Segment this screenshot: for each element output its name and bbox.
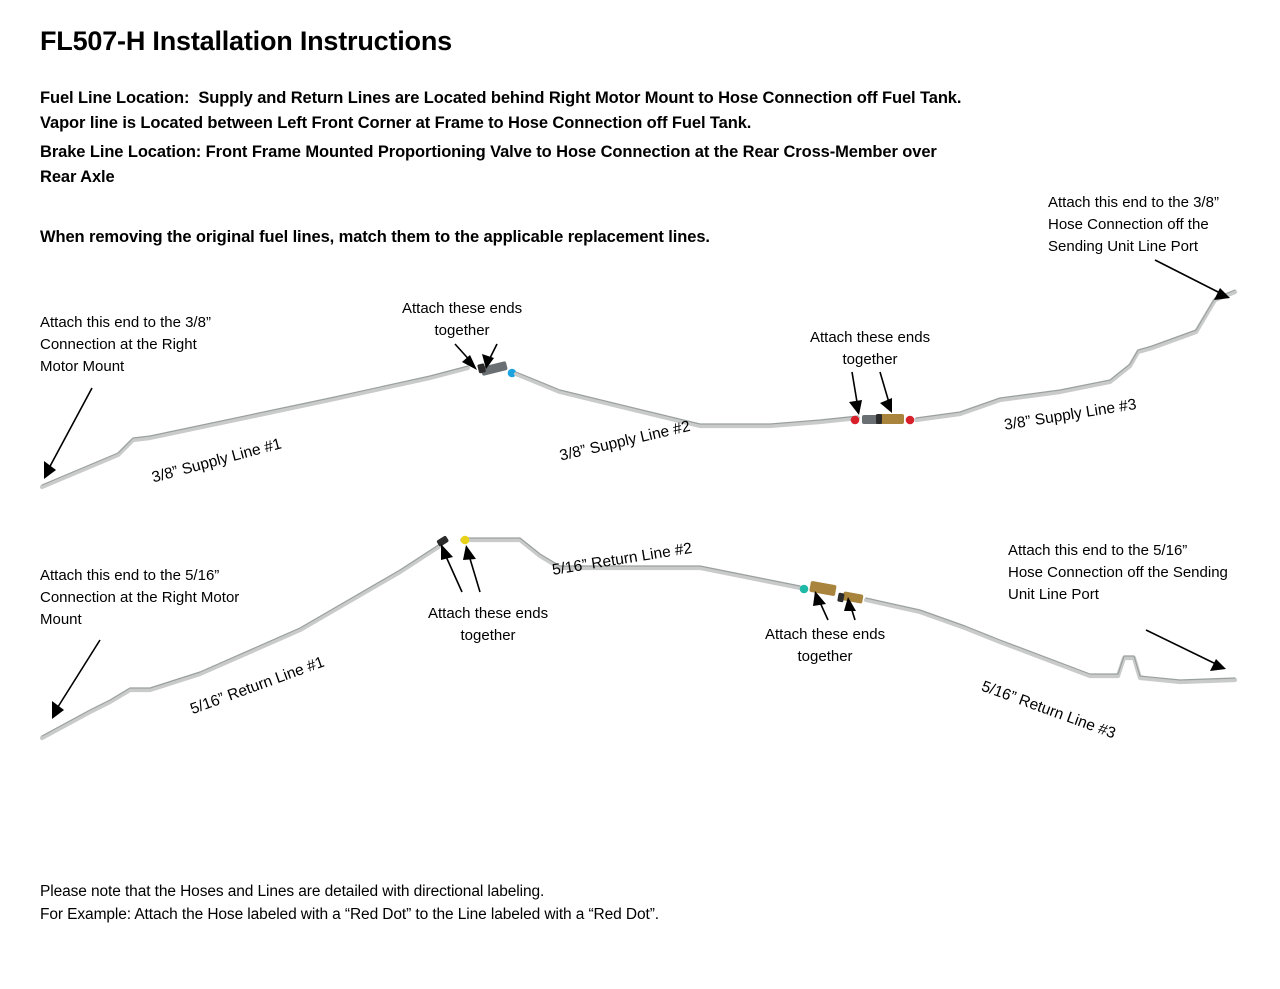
supply-mid-2-leader xyxy=(849,371,892,415)
callout-supply-right: Attach this end to the 3/8” Hose Connect… xyxy=(1048,194,1219,255)
fuel-line-location-note: Fuel Line Location: Supply and Return Li… xyxy=(40,89,962,107)
match-instruction: When removing the original fuel lines, m… xyxy=(40,228,710,246)
yellow-dot-marker xyxy=(460,535,470,545)
return-mid-1-leader xyxy=(441,544,481,593)
blue-dot-marker xyxy=(507,368,517,378)
return-line-1 xyxy=(39,536,449,741)
red-dot-marker-line3 xyxy=(905,415,915,425)
callout-return-right: Attach this end to the 5/16” Hose Connec… xyxy=(1008,542,1228,603)
return-mid-2-leader xyxy=(813,591,856,621)
supply-mid-1-leader xyxy=(454,343,498,370)
teal-dot-marker xyxy=(799,584,809,594)
red-dot-marker-line2 xyxy=(850,415,860,425)
page-title: FL507-H Installation Instructions xyxy=(40,26,452,56)
return-line-2 xyxy=(459,535,837,596)
return-right-leader xyxy=(1145,629,1226,671)
supply-line-1 xyxy=(39,365,471,490)
footer-note-example: For Example: Attach the Hose labeled wit… xyxy=(40,906,659,923)
return-left-leader xyxy=(52,639,101,719)
supply-line-1-end-fitting xyxy=(477,361,517,378)
supply-line-3 xyxy=(913,289,1238,423)
supply-line-2 xyxy=(513,371,861,429)
callout-supply-mid-1: Attach these ends together xyxy=(402,300,523,339)
callout-return-left: Attach this end to the 5/16” Connection … xyxy=(40,567,240,628)
supply-right-leader xyxy=(1154,259,1230,300)
brake-line-location-note: Brake Line Location: Front Frame Mounted… xyxy=(40,143,937,161)
brake-line-location-note-cont: Rear Axle xyxy=(40,168,115,186)
callout-supply-left: Attach this end to the 3/8” Connection a… xyxy=(40,314,211,375)
supply-left-leader xyxy=(44,387,93,479)
supply-line-3-start-fitting xyxy=(876,414,915,425)
callout-return-mid-1: Attach these ends together xyxy=(428,605,549,644)
return-line-3 xyxy=(837,591,1238,685)
footer-note-directional-labeling: Please note that the Hoses and Lines are… xyxy=(40,883,545,900)
vapor-line-location-note: Vapor line is Located between Left Front… xyxy=(40,114,752,132)
callout-return-mid-2: Attach these ends together xyxy=(765,626,886,665)
callout-supply-mid-2: Attach these ends together xyxy=(810,329,931,368)
